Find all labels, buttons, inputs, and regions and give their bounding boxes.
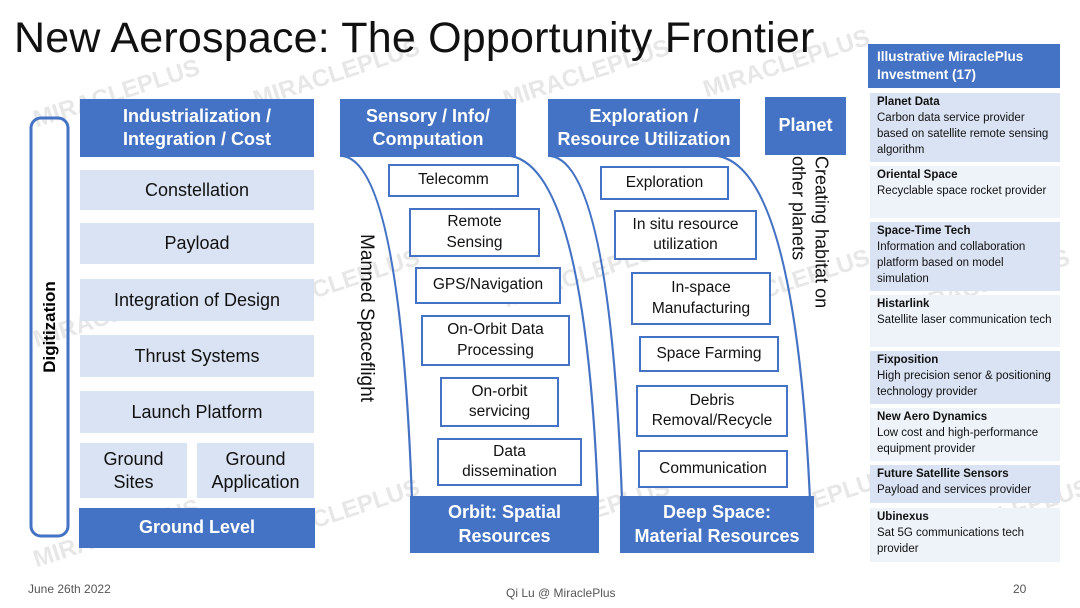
investment-desc: High precision senor & positioning techn… (877, 369, 1051, 398)
investment-item: Future Satellite Sensors Payload and ser… (870, 465, 1060, 503)
on-orbit-servicing-box: On-orbit servicing (440, 377, 559, 427)
investment-name: Histarlink (877, 298, 930, 310)
planet-header: Planet (765, 97, 846, 155)
investment-name: Future Satellite Sensors (877, 468, 1009, 480)
sensory-header: Sensory / Info/ Computation (340, 99, 516, 157)
communication-box: Communication (638, 450, 788, 488)
integration-of-design-box: Integration of Design (80, 279, 314, 321)
investment-name: Space-Time Tech (877, 225, 971, 237)
investment-item: New Aero Dynamics Low cost and high-perf… (870, 408, 1060, 461)
page-number: 20 (1013, 582, 1027, 596)
digitization-bracket (29, 116, 70, 538)
remote-sensing-box: Remote Sensing (409, 208, 540, 257)
investment-item: Planet Data Carbon data service provider… (870, 93, 1060, 162)
exploration-box: Exploration (600, 166, 729, 200)
deepspace-left-curve (550, 154, 624, 501)
investment-desc: Information and collaboration platform b… (877, 240, 1026, 285)
launch-platform-box: Launch Platform (80, 391, 314, 433)
investment-name: Ubinexus (877, 511, 929, 523)
investment-desc: Sat 5G communications tech provider (877, 526, 1025, 555)
exploration-header: Exploration / Resource Utilization (548, 99, 740, 157)
deep-space-footer: Deep Space: Material Resources (620, 496, 814, 553)
space-farming-box: Space Farming (639, 336, 779, 372)
gps-navigation-box: GPS/Navigation (415, 267, 561, 304)
investment-name: Planet Data (877, 96, 940, 108)
investment-item: Oriental Space Recyclable space rocket p… (870, 166, 1060, 218)
constellation-box: Constellation (80, 170, 314, 210)
investment-desc: Low cost and high-performance equipment … (877, 426, 1039, 455)
investment-desc: Satellite laser communication tech (877, 313, 1052, 326)
investment-desc: Payload and services provider (877, 483, 1032, 496)
investment-desc: Recyclable space rocket provider (877, 184, 1047, 197)
orbit-right-curve (510, 154, 600, 501)
digitization-label-wrap: Digitization (30, 118, 70, 536)
thrust-systems-box: Thrust Systems (80, 335, 314, 377)
investment-name: Fixposition (877, 354, 939, 366)
on-orbit-data-processing-box: On-Orbit Data Processing (421, 315, 570, 366)
ground-application-box: Ground Application (197, 443, 314, 498)
footer-author: Qi Lu @ MiraclePlus (506, 586, 616, 600)
deepspace-right-curve (717, 154, 812, 501)
investment-sidebar-title: Illustrative MiraclePlus Investment (17) (868, 44, 1060, 88)
investment-item: Fixposition High precision senor & posit… (870, 351, 1060, 404)
digitization-label: Digitization (40, 281, 59, 373)
orbit-footer: Orbit: Spatial Resources (410, 496, 599, 553)
page-title: New Aerospace: The Opportunity Frontier (14, 14, 815, 62)
payload-box: Payload (80, 223, 314, 264)
in-situ-resource-box: In situ resource utilization (614, 210, 757, 260)
investment-desc: Carbon data service provider based on sa… (877, 111, 1049, 156)
footer-date: June 26th 2022 (28, 582, 111, 596)
investment-item: Ubinexus Sat 5G communications tech prov… (870, 508, 1060, 562)
data-dissemination-box: Data dissemination (437, 438, 582, 486)
planet-caption-text: Creating habitat on other planets (789, 156, 832, 309)
manned-spaceflight-label: Manned Spaceflight (356, 234, 377, 402)
industrialization-header: Industrialization / Integration / Cost (80, 99, 314, 157)
investment-item: Histarlink Satellite laser communication… (870, 295, 1060, 347)
orbit-left-curve (342, 154, 414, 501)
investment-item: Space-Time Tech Information and collabor… (870, 222, 1060, 291)
investment-name: Oriental Space (877, 169, 958, 181)
investment-name: New Aero Dynamics (877, 411, 988, 423)
ground-level-footer: Ground Level (79, 508, 315, 548)
planet-caption: Creating habitat on other planets (788, 156, 833, 326)
telecomm-box: Telecomm (388, 164, 519, 197)
debris-removal-box: Debris Removal/Recycle (636, 385, 788, 437)
ground-sites-box: Ground Sites (80, 443, 187, 498)
in-space-manufacturing-box: In-space Manufacturing (631, 272, 771, 325)
